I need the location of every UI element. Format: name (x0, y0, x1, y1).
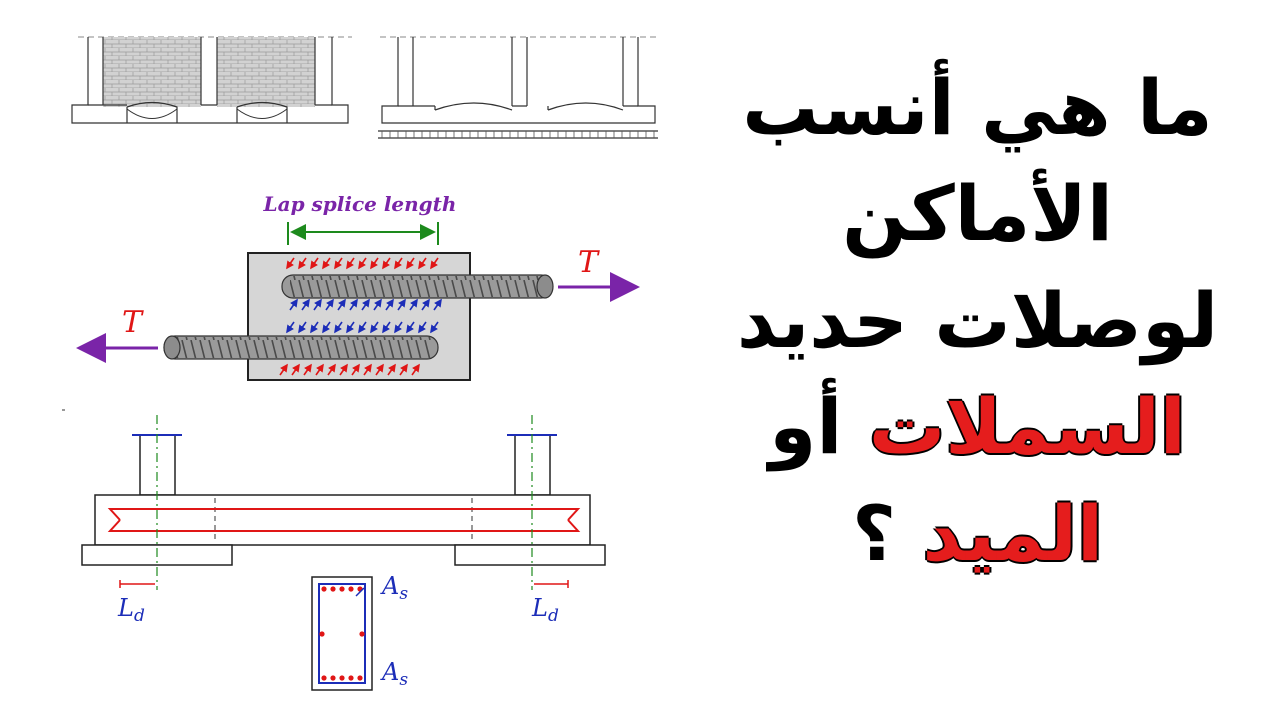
steel-area-label-top: As (380, 572, 408, 604)
upper-rebar (281, 274, 554, 299)
grade-beam (94, 494, 591, 546)
headline-line-5: الميد ؟ (690, 481, 1265, 587)
bond-stress-arrows-top (286, 257, 439, 270)
bond-stress-arrows-mid-lower (286, 321, 439, 334)
headline-line-1: ما هي أنسب (742, 63, 1213, 152)
steel-area-label-bottom: As (380, 658, 408, 690)
dev-length-label-right: Ld (531, 594, 559, 626)
structural-diagrams: Lap splice length (62, 36, 660, 691)
lap-splice-diagram: Lap splice length (76, 192, 640, 381)
headline-line-4: السملات أو (690, 374, 1265, 480)
question-mark: ؟ (851, 488, 897, 578)
bottom-longitudinal-rebar (107, 519, 581, 532)
bond-stress-arrows-mid-upper (289, 298, 442, 311)
lap-splice-length-label: Lap splice length (263, 192, 457, 216)
bond-stress-arrows-bottom (279, 363, 420, 376)
headline-question: ما هي أنسب الأماكن لوصلات حديد السملات أ… (690, 55, 1265, 587)
beam-cross-section: As As (311, 572, 408, 691)
dev-length-label-left: Ld (117, 594, 145, 626)
right-footing (454, 544, 606, 566)
tension-label-right: T (578, 245, 600, 280)
headline-tie-beams: السملات (868, 382, 1186, 472)
brick-infill-beam-sketch (71, 36, 352, 124)
headline-line-2: الأماكن (842, 169, 1113, 259)
grade-beam-diagram: Ld Ld (62, 409, 606, 626)
headline-grade-beams: الميد (922, 488, 1104, 578)
headline-line-3: لوصلات حديد (736, 275, 1219, 365)
headline-or: أو (769, 382, 843, 472)
lower-rebar (163, 335, 439, 360)
concrete-block (247, 252, 471, 381)
beam-on-slab-sketch (378, 36, 660, 139)
top-longitudinal-rebar (107, 508, 581, 521)
tension-label-left: T (122, 305, 144, 340)
